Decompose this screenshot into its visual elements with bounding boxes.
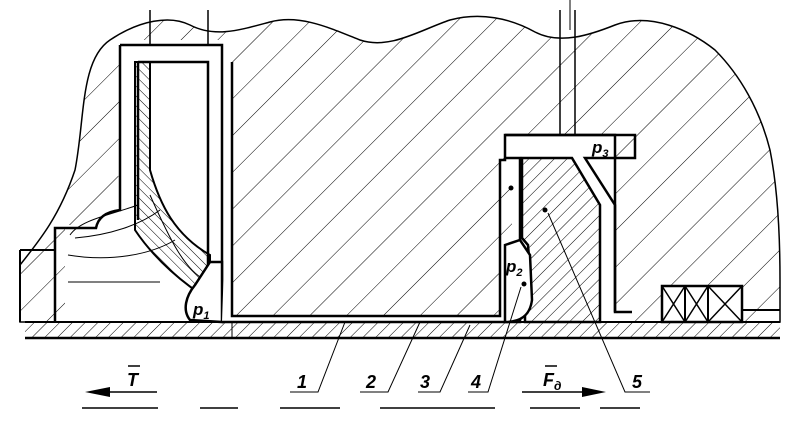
disk-upper [505,133,637,312]
label-p2: p2 [505,257,523,279]
thrust-arrowhead [85,387,110,397]
label-thrust: T [127,370,140,390]
impeller-shroud [53,43,224,322]
chamber-p2 [503,238,534,324]
leader-line-1 [290,321,346,393]
seal-packing [660,284,744,324]
label-part-3: 3 [420,372,430,392]
label-p1: p1 [192,300,210,322]
impeller-blade-hatch [134,61,211,302]
chamber-p1 [184,260,224,324]
label-part-4: 4 [470,372,481,392]
leader-line-3 [418,324,471,393]
pressure-dot-gap [508,185,514,191]
seal-x-marks [661,285,743,323]
label-part-1: 1 [297,372,307,392]
leader-line-2 [360,321,421,393]
suction-inlet [19,249,55,322]
shaft-sleeve [25,322,780,338]
label-axial-force: Fд [543,370,561,393]
leader-line-4 [468,286,522,393]
leader-line-5 [547,212,650,393]
pressure-dot-disk [542,207,548,213]
pressure-dot-p2 [521,281,527,287]
impeller-stem [149,10,209,45]
label-p3: p3 [591,138,609,160]
axial-force-arrowhead [582,387,606,397]
label-part-5: 5 [632,372,643,392]
impeller-curves [67,194,206,283]
outlet-channel [559,10,576,135]
label-part-2: 2 [365,372,376,392]
